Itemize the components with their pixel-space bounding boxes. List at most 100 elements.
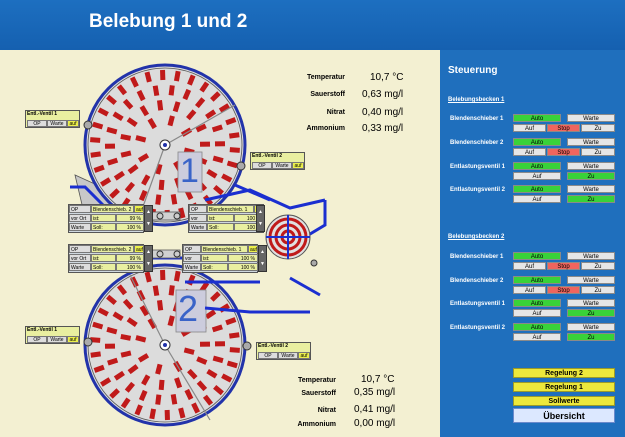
- auf-button[interactable]: Auf: [513, 124, 546, 132]
- warte-button[interactable]: Warte: [567, 138, 615, 146]
- valve-warte-button[interactable]: Warte: [278, 352, 298, 359]
- aerator-element: [164, 409, 170, 421]
- valve-op-button[interactable]: OP: [27, 336, 47, 343]
- aerator-element: [112, 311, 124, 322]
- zu-button[interactable]: Zu: [567, 172, 615, 180]
- auto-button[interactable]: Auto: [513, 162, 561, 170]
- aerator-element: [194, 97, 206, 109]
- auto-button[interactable]: Auto: [513, 323, 561, 331]
- auto-button[interactable]: Auto: [513, 114, 561, 122]
- auf-button[interactable]: Auf: [513, 172, 561, 180]
- blend-op-button[interactable]: OP: [69, 205, 91, 213]
- stop-button[interactable]: Stop: [547, 286, 580, 294]
- zu-button[interactable]: Zu: [581, 286, 615, 294]
- zu-button[interactable]: Zu: [581, 148, 615, 156]
- valve-knob-2-bottom[interactable]: [242, 341, 252, 351]
- blend-mode-warte[interactable]: Warte: [189, 223, 207, 231]
- auto-button[interactable]: Auto: [513, 185, 561, 193]
- steuerung-panel: Steuerung Belebungsbecken 1 Blendenschie…: [440, 50, 625, 437]
- auto-button[interactable]: Auto: [513, 252, 561, 260]
- zu-button[interactable]: Zu: [567, 333, 615, 341]
- auf-button[interactable]: Auf: [513, 195, 561, 203]
- valve-knob-1-bottom[interactable]: [83, 337, 93, 347]
- blendenschieber-panel[interactable]: OP Blendenschieb. 2 auf vor Ort ist: 99 …: [68, 204, 144, 233]
- valve-warte-button[interactable]: Warte: [47, 120, 67, 127]
- zu-button[interactable]: Zu: [567, 195, 615, 203]
- aerator-element: [152, 85, 160, 97]
- sollwerte-button[interactable]: Sollwerte: [513, 396, 615, 406]
- warte-button[interactable]: Warte: [567, 185, 615, 193]
- entl-ventil-1-bottom[interactable]: Entl.-Ventil 1 OP Warte auf: [25, 326, 80, 344]
- valve-op-button[interactable]: OP: [27, 120, 47, 127]
- valve-op-button[interactable]: OP: [258, 352, 278, 359]
- auf-button[interactable]: Auf: [513, 286, 546, 294]
- aerator-element: [137, 153, 150, 163]
- warte-button[interactable]: Warte: [567, 299, 615, 307]
- blend-mode-vor-ort[interactable]: vor Ort: [183, 254, 201, 270]
- blendenschieber-panel[interactable]: OP Blendenschieb. 2 auf vor Ort ist: 99 …: [68, 244, 144, 273]
- regelung-1-button[interactable]: Regelung 1: [513, 382, 615, 392]
- blendenschieber-panel[interactable]: OP Blendenschieb. 1 auf vor Ort ist: 100…: [188, 204, 264, 233]
- pump-knob[interactable]: [310, 259, 318, 267]
- entl-ventil-1-top[interactable]: Entl.-Ventil 1 OP Warte auf: [25, 110, 80, 128]
- zu-button[interactable]: Zu: [581, 262, 615, 270]
- warte-button[interactable]: Warte: [567, 162, 615, 170]
- blend-ist-label: ist:: [91, 214, 116, 222]
- warte-button[interactable]: Warte: [567, 323, 615, 331]
- aerator-element: [120, 133, 132, 141]
- blend-mode-warte[interactable]: Warte: [69, 223, 91, 231]
- blend-arrow-button[interactable]: ▲▼: [256, 205, 265, 232]
- auto-button[interactable]: Auto: [513, 138, 561, 146]
- warte-button[interactable]: Warte: [567, 252, 615, 260]
- blend-mode-vor-ort[interactable]: vor Ort: [69, 254, 91, 262]
- aerator-element: [213, 184, 224, 196]
- blend-op-button[interactable]: OP: [183, 245, 201, 253]
- blend-mode-warte[interactable]: Warte: [69, 263, 91, 271]
- blend-arrow-button[interactable]: ▲▼: [144, 245, 153, 272]
- distribution-structure[interactable]: [265, 214, 311, 260]
- aerator-element: [199, 141, 211, 147]
- regelung-2-button[interactable]: Regelung 2: [513, 368, 615, 378]
- blendenschieber-panel[interactable]: OP Blendenschieb. 1 auf vor Ort ist: 100…: [182, 244, 258, 273]
- aerator-element: [218, 103, 230, 113]
- valve-warte-button[interactable]: Warte: [272, 162, 292, 169]
- entl-ventil-2-top[interactable]: Entl.-Ventil 2 OP Warte auf: [250, 152, 305, 170]
- warte-button[interactable]: Warte: [567, 114, 615, 122]
- zu-button[interactable]: Zu: [567, 309, 615, 317]
- blend-op-button[interactable]: OP: [69, 245, 91, 253]
- blend-mode-vor-ort[interactable]: vor Ort: [189, 214, 207, 230]
- valve-warte-button[interactable]: Warte: [47, 336, 67, 343]
- auf-button[interactable]: Auf: [513, 262, 546, 270]
- warte-button[interactable]: Warte: [567, 276, 615, 284]
- aerator-element: [126, 117, 138, 128]
- blend-mode-vor-ort[interactable]: vor Ort: [69, 214, 91, 222]
- blend-arrow-button[interactable]: ▲▼: [258, 245, 267, 272]
- entl-ventil-2-bottom[interactable]: Entl.-Ventil 2 OP Warte auf: [256, 342, 311, 360]
- auto-button[interactable]: Auto: [513, 276, 561, 284]
- plant-diagram: 1 2 Temperatur 10,7 °C Sauerstoff 0,63 m…: [0, 50, 440, 437]
- auto-button[interactable]: Auto: [513, 299, 561, 307]
- aerator-element: [205, 309, 217, 320]
- tank-2[interactable]: [83, 263, 247, 427]
- valve-title: Entl.-Ventil 2: [252, 153, 283, 159]
- valve-knob-1-top[interactable]: [83, 120, 93, 130]
- stop-button[interactable]: Stop: [547, 148, 580, 156]
- blend-arrow-button[interactable]: ▲▼: [144, 205, 153, 232]
- valve-op-button[interactable]: OP: [252, 162, 272, 169]
- auf-button[interactable]: Auf: [513, 309, 561, 317]
- blend-op-button[interactable]: OP: [189, 205, 207, 213]
- uebersicht-button[interactable]: Übersicht: [513, 408, 615, 423]
- aerator-element: [186, 109, 197, 121]
- aerator-element: [100, 377, 112, 387]
- valve-knob-2-top[interactable]: [236, 161, 246, 171]
- auf-button[interactable]: Auf: [513, 333, 561, 341]
- aerator-element: [90, 351, 101, 358]
- stop-button[interactable]: Stop: [547, 124, 580, 132]
- blend-state: auf: [134, 205, 144, 213]
- auf-button[interactable]: Auf: [513, 148, 546, 156]
- zu-button[interactable]: Zu: [581, 124, 615, 132]
- stop-button[interactable]: Stop: [547, 262, 580, 270]
- blend-mode-warte[interactable]: Warte: [183, 263, 201, 271]
- row-label: Blendenschieber 2: [450, 278, 504, 284]
- blend-ist-value: 99 %: [116, 254, 144, 262]
